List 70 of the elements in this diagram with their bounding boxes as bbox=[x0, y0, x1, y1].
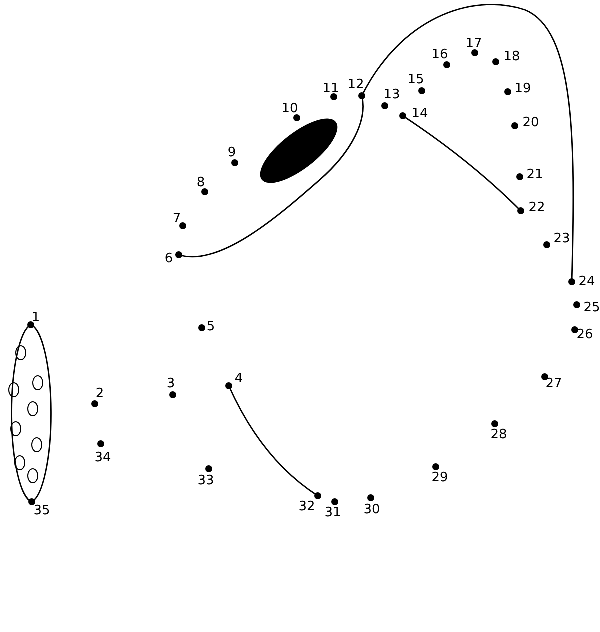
dot bbox=[444, 62, 450, 68]
dot bbox=[368, 494, 374, 502]
dot-number: 4 bbox=[234, 372, 244, 386]
dot-number: 17 bbox=[466, 38, 482, 50]
dot bbox=[332, 498, 338, 506]
dot bbox=[504, 88, 512, 96]
dot bbox=[232, 160, 238, 166]
dot-number: 18 bbox=[504, 50, 520, 64]
dot bbox=[28, 498, 36, 506]
dot bbox=[92, 400, 98, 408]
dot-number: 14 bbox=[412, 108, 428, 120]
dot bbox=[330, 94, 338, 100]
dot bbox=[382, 102, 388, 110]
dot bbox=[198, 324, 206, 332]
dot-number: 19 bbox=[514, 82, 532, 96]
dot bbox=[574, 302, 580, 308]
dot-number: 30 bbox=[364, 504, 380, 516]
dot-number: 12 bbox=[348, 78, 364, 92]
dot bbox=[512, 122, 518, 130]
dot bbox=[358, 92, 366, 100]
dot-number: 1 bbox=[32, 312, 40, 324]
dot bbox=[226, 382, 232, 390]
dot bbox=[544, 242, 550, 248]
dot bbox=[400, 112, 406, 120]
dot-number: 29 bbox=[432, 472, 448, 484]
dot-number: 33 bbox=[198, 474, 214, 488]
dot bbox=[518, 208, 524, 214]
dot-number: 23 bbox=[554, 232, 570, 246]
dot-number: 22 bbox=[528, 202, 546, 214]
dot bbox=[472, 50, 478, 56]
dot-number: 13 bbox=[384, 88, 400, 102]
dot-number: 7 bbox=[172, 212, 182, 226]
dot bbox=[542, 374, 548, 380]
dot bbox=[432, 464, 440, 470]
dot-number: 10 bbox=[282, 102, 298, 116]
dot bbox=[314, 492, 322, 500]
dot-number: 28 bbox=[490, 428, 508, 442]
dot-number: 6 bbox=[164, 252, 174, 266]
dot bbox=[516, 174, 524, 180]
dot bbox=[98, 440, 104, 448]
dot-number: 20 bbox=[522, 116, 540, 130]
dot-number: 16 bbox=[432, 48, 448, 62]
dot-number: 35 bbox=[34, 504, 50, 518]
dot-number: 9 bbox=[228, 146, 236, 160]
dot-number: 25 bbox=[584, 302, 600, 314]
dot bbox=[170, 392, 176, 398]
dot-number: 31 bbox=[324, 506, 342, 520]
dot-number: 24 bbox=[578, 276, 596, 288]
dot bbox=[294, 114, 300, 122]
dot-number: 26 bbox=[576, 328, 594, 342]
dot bbox=[572, 326, 578, 334]
dot bbox=[492, 420, 498, 428]
dot bbox=[176, 252, 182, 258]
dot-number: 5 bbox=[206, 320, 216, 334]
dot-number: 3 bbox=[166, 378, 176, 390]
dot-number: 32 bbox=[298, 500, 316, 514]
dot-number: 2 bbox=[96, 388, 104, 400]
dot bbox=[202, 188, 208, 196]
dot bbox=[492, 58, 500, 66]
dot bbox=[180, 222, 186, 230]
dot-number: 8 bbox=[196, 176, 206, 190]
dot bbox=[418, 88, 426, 94]
dot-number: 21 bbox=[526, 168, 544, 182]
dot bbox=[206, 466, 212, 472]
dot-number: 11 bbox=[322, 82, 340, 96]
dot-number: 15 bbox=[408, 74, 424, 86]
dot-number: 34 bbox=[94, 452, 112, 464]
dot bbox=[568, 278, 576, 286]
dot bbox=[28, 322, 34, 328]
dot-number: 27 bbox=[546, 378, 562, 390]
